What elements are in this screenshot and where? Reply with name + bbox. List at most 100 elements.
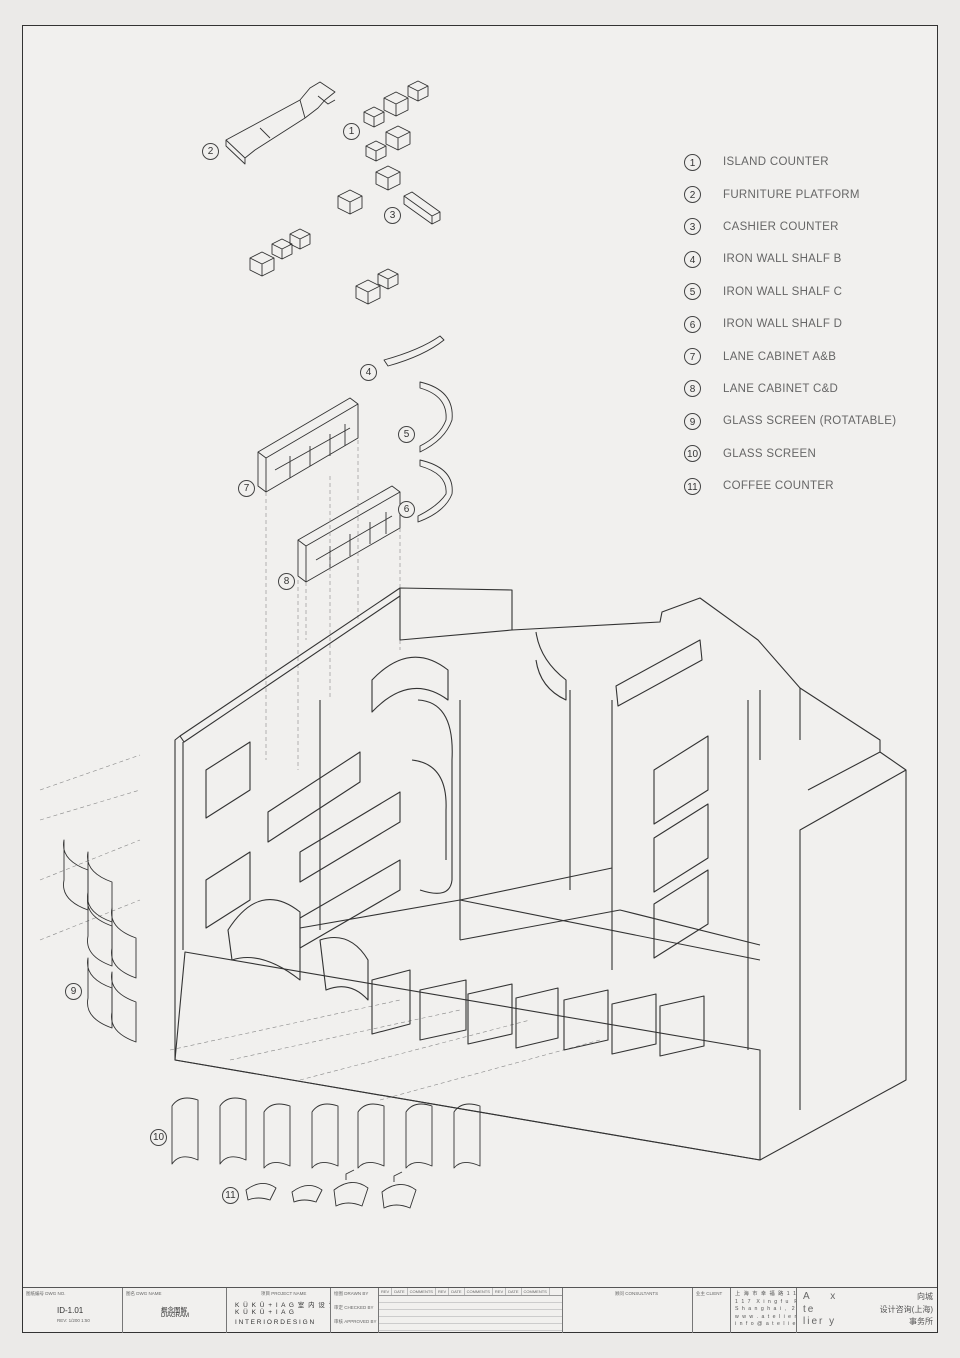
callout-10: 10 (150, 1129, 167, 1146)
glass-screen-drawing (171, 1097, 481, 1169)
logo-right: 向城 设计咨询(上海) 事务所 (879, 1292, 933, 1326)
legend-label: COFFEE COUNTER (723, 480, 834, 493)
legend-item: 9 GLASS SCREEN (ROTATABLE) (684, 405, 914, 437)
revision-column-header: DATE (392, 1288, 408, 1295)
consultants-cell: 顾问 CONSULTANTS (563, 1288, 693, 1333)
project-line2: K Ü K Ü + I A G (235, 1309, 295, 1316)
revision-row (379, 1317, 562, 1324)
legend: 1 ISLAND COUNTER 2 FURNITURE PLATFORM 3 CASHI… (684, 146, 914, 502)
callout-1: 1 (343, 123, 360, 140)
legend-label: IRON WALL SHALF B (723, 253, 842, 266)
approved-caption: 审核 APPROVED BY (334, 1319, 377, 1324)
revision-column-header: DATE (449, 1288, 465, 1295)
dwg-no: ID-1.01 (57, 1306, 84, 1315)
legend-item: 4 IRON WALL SHALF B (684, 243, 914, 275)
lane-cabinet-drawings (257, 397, 401, 583)
callout-6: 6 (398, 501, 415, 518)
legend-label: ISLAND COUNTER (723, 156, 829, 169)
callout-9: 9 (65, 983, 82, 1000)
office-address: 上 海 市 幸 福 路 1 1 7 号 1 1 7 X i n g f u R … (735, 1291, 797, 1327)
legend-number: 8 (684, 380, 701, 398)
logo-left: A x te lier y (803, 1291, 838, 1327)
revision-row (379, 1303, 562, 1310)
projection-lines (39, 440, 601, 1101)
callout-5: 5 (398, 426, 415, 443)
callout-4: 4 (360, 364, 377, 381)
consultants-caption: 顾问 CONSULTANTS (615, 1291, 659, 1296)
legend-number: 6 (684, 315, 701, 333)
legend-item: 6 IRON WALL SHALF D (684, 308, 914, 340)
legend-label: FURNITURE PLATFORM (723, 188, 860, 201)
revision-column-header: REV (493, 1288, 507, 1295)
address-cell: 上 海 市 幸 福 路 1 1 7 号 1 1 7 X i n g f u R … (731, 1288, 797, 1333)
legend-number: 3 (684, 218, 701, 236)
revision-column-header: COMMENTS (465, 1288, 493, 1295)
revision-column-header: COMMENTS (408, 1288, 436, 1295)
legend-label: GLASS SCREEN (723, 447, 817, 460)
checked-caption: 审定 CHECKED BY (334, 1305, 374, 1310)
furniture-platform-drawing (225, 81, 336, 165)
revision-row (379, 1324, 562, 1331)
dwg-name-cn: 概念图解 (161, 1307, 187, 1314)
legend-number: 9 (684, 412, 701, 430)
store-floor-plan (174, 587, 907, 1161)
dwg-no-cell: 图纸编号 DWG NO. ID-1.01 REV: 1/200 1:50 (23, 1288, 123, 1333)
legend-number: 7 (684, 348, 701, 366)
revision-row (379, 1310, 562, 1317)
legend-item: 3 CASHIER COUNTER (684, 211, 914, 243)
revision-column-header: DATE (506, 1288, 522, 1295)
legend-label: CASHIER COUNTER (723, 220, 839, 233)
project-line3: I N T E R I O R D E S I G N (235, 1319, 315, 1326)
client-caption: 业主 CLIENT (696, 1291, 723, 1296)
legend-number: 5 (684, 283, 701, 301)
legend-number: 4 (684, 250, 701, 268)
legend-label: IRON WALL SHALF D (723, 318, 843, 331)
revision-row (379, 1296, 562, 1303)
legend-number: 2 (684, 186, 701, 204)
logo-cell: A x te lier y 向城 设计咨询(上海) 事务所 (797, 1288, 937, 1333)
callout-7: 7 (238, 480, 255, 497)
legend-label: LANE CABINET A&B (723, 350, 837, 363)
legend-item: 11 COFFEE COUNTER (684, 470, 914, 502)
cashier-counter-drawing (403, 191, 441, 225)
callout-2: 2 (202, 143, 219, 160)
callout-11: 11 (222, 1187, 239, 1204)
dwg-no-caption: 图纸编号 DWG NO. (26, 1291, 66, 1296)
legend-number: 11 (684, 477, 701, 495)
coffee-counter-drawing (245, 1169, 417, 1209)
signoff-cell: 绘图 DRAWN BY 审定 CHECKED BY 审核 APPROVED BY (331, 1288, 379, 1333)
revision-column-header: COMMENTS (522, 1288, 550, 1295)
dwg-no-sub: REV: 1/200 1:50 (57, 1318, 90, 1323)
legend-label: GLASS SCREEN (ROTATABLE) (723, 415, 897, 428)
callout-3: 3 (384, 207, 401, 224)
legend-item: 2 FURNITURE PLATFORM (684, 178, 914, 210)
legend-number: 1 (684, 153, 701, 171)
legend-item: 10 GLASS SCREEN (684, 438, 914, 470)
glass-screen-rotatable-drawing (63, 839, 137, 1043)
legend-number: 10 (684, 445, 701, 463)
title-block: 图纸编号 DWG NO. ID-1.01 REV: 1/200 1:50 图名 … (23, 1287, 937, 1333)
client-cell: 业主 CLIENT (693, 1288, 731, 1333)
revision-column-header: REV (379, 1288, 393, 1295)
island-counter-drawing (249, 80, 429, 305)
drawn-caption: 绘图 DRAWN BY (334, 1291, 369, 1296)
callout-8: 8 (278, 573, 295, 590)
project-caption: 项目 PROJECT NAME (261, 1291, 307, 1296)
legend-item: 5 IRON WALL SHALF C (684, 276, 914, 308)
project-cell: 项目 PROJECT NAME K Ü K Ü + I A G 室 内 设 计 … (227, 1288, 331, 1333)
legend-label: LANE CABINET C&D (723, 382, 839, 395)
legend-item: 8 LANE CABINET C&D (684, 373, 914, 405)
project-line1: K Ü K Ü + I A G 室 内 设 计 (235, 1302, 331, 1309)
legend-item: 7 LANE CABINET A&B (684, 340, 914, 372)
legend-item: 1 ISLAND COUNTER (684, 146, 914, 178)
legend-label: IRON WALL SHALF C (723, 285, 843, 298)
iron-wall-shelf-drawings (383, 335, 453, 523)
revision-column-header: REV (436, 1288, 450, 1295)
dwg-name-cell: 图名 DWG NAME 概念图解 DIAGRAM (123, 1288, 227, 1333)
dwg-name-caption: 图名 DWG NAME (126, 1291, 162, 1296)
dwg-name-en: DIAGRAM (161, 1313, 190, 1319)
